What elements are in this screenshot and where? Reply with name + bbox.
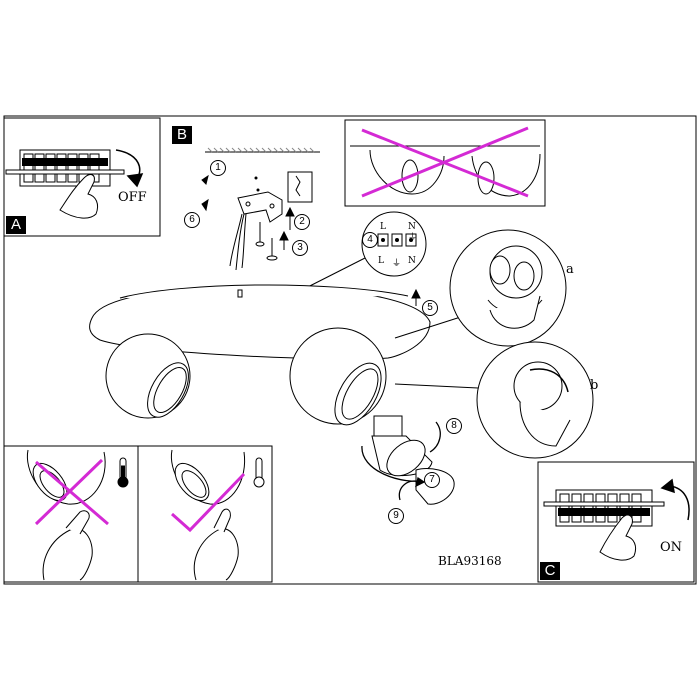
thermometer-icon — [117, 457, 129, 488]
check-mark-icon — [171, 472, 246, 533]
arrow-up-icons — [279, 206, 421, 306]
off-label: OFF — [118, 190, 147, 205]
terminal-bottom-n: N — [408, 256, 416, 266]
terminal-bottom-l: L — [378, 256, 384, 266]
thermometer-icon — [253, 457, 265, 488]
hand-icon — [599, 514, 637, 561]
detail-a-label: a — [566, 262, 574, 277]
terminal-top-l: L — [380, 222, 386, 232]
terminal-block-detail — [289, 211, 427, 297]
bulb-gu10-icon — [371, 415, 433, 477]
detail-b-label: b — [590, 378, 599, 393]
screw-icon — [255, 222, 278, 261]
lamp-spot-right — [289, 327, 387, 426]
prohibited-cross-icon — [361, 126, 529, 198]
step-3: 3 — [292, 240, 308, 256]
hand-icon — [59, 174, 99, 219]
step-5: 5 — [422, 300, 438, 316]
wrong-touch-illustration — [26, 449, 109, 581]
turn-off-arrow-icon — [115, 149, 144, 188]
right-touch-illustration — [170, 449, 246, 581]
drill-icon — [287, 171, 313, 203]
prohibited-cross-icon — [34, 458, 109, 526]
panel-a-tag: A — [6, 216, 26, 234]
step-1: 1 — [210, 160, 226, 176]
on-label: ON — [660, 540, 683, 555]
step-6: 6 — [184, 212, 200, 228]
step-4: 4 — [362, 232, 378, 248]
turn-on-arrow-icon — [660, 478, 690, 521]
breaker-switch-icon — [543, 489, 665, 527]
sheet-border — [3, 115, 697, 585]
breaker-switch-icon — [5, 149, 125, 187]
step-2: 2 — [294, 214, 310, 230]
wrong-mount-panel — [344, 119, 546, 207]
terminal-top-n: N — [408, 222, 416, 232]
detail-b — [394, 341, 594, 459]
panel-c-tag: C — [540, 562, 560, 580]
step-8: 8 — [446, 418, 462, 434]
step-7: 7 — [424, 472, 440, 488]
decoration-small-marks — [254, 176, 260, 192]
detail-a — [394, 229, 567, 347]
arrow-down-icons — [201, 174, 209, 212]
terminal-top-earth: ⏚ — [408, 233, 418, 243]
rotate-arrow-9 — [398, 476, 426, 501]
panel-b-tag: B — [172, 126, 192, 144]
lamp-spot-left — [105, 333, 191, 419]
cable-wires — [229, 213, 247, 271]
mounting-bracket — [237, 191, 283, 223]
terminal-bottom-earth: ⏚ — [392, 259, 402, 269]
step-9: 9 — [388, 508, 404, 524]
ceiling-hatch — [205, 147, 320, 153]
model-code: BLA93168 — [438, 554, 502, 568]
